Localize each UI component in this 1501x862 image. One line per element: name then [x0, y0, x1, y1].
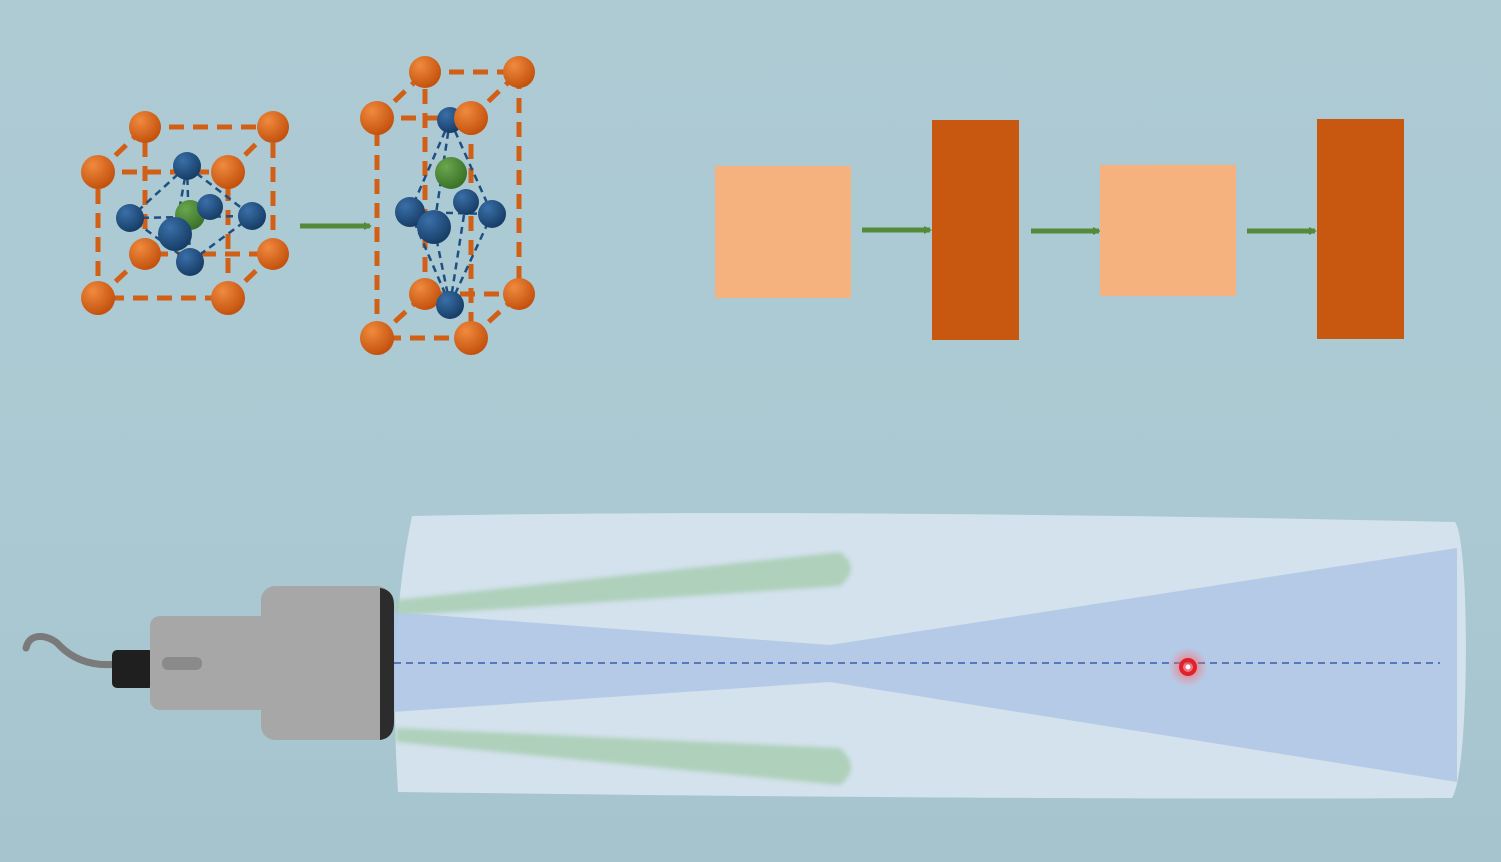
probe-slot	[162, 657, 202, 670]
probe-connector	[112, 650, 154, 688]
probe-housing	[261, 586, 391, 740]
block-light-2	[1100, 165, 1236, 296]
block-dark-1	[932, 120, 1019, 340]
block-dark-2	[1317, 119, 1404, 339]
side-beam-upper	[396, 552, 851, 616]
probe-body	[150, 616, 275, 710]
beam-tube	[392, 513, 1466, 799]
elongated-crystal-cell-icon	[360, 56, 535, 355]
laser-beam	[392, 548, 1457, 782]
laser-focus-dot-icon	[1168, 647, 1208, 687]
block-light-1	[715, 166, 851, 298]
probe-lens	[380, 588, 394, 740]
block-sequence	[715, 119, 1404, 340]
laser-probe-head-icon	[22, 586, 394, 740]
cubic-crystal-cell-icon	[81, 111, 289, 315]
probe-cable	[22, 633, 122, 669]
side-beam-lower	[396, 728, 851, 785]
